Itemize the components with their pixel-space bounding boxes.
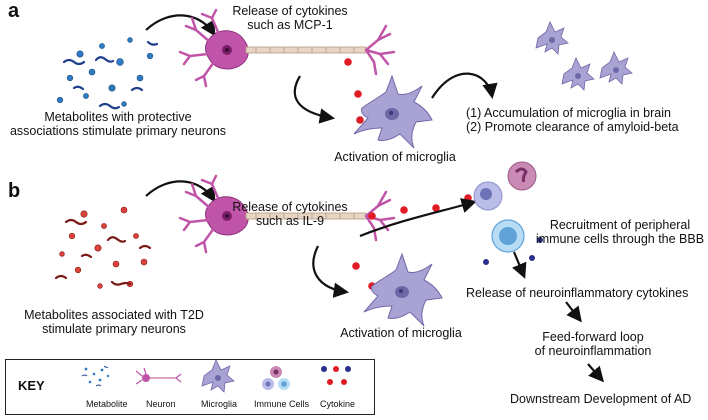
immune-cytokines (483, 237, 543, 265)
metabolites-caption-b-line1: Metabolites associated with T2D (24, 308, 204, 322)
key-immune-cells-icon (262, 366, 290, 390)
key-label-immune-cells: Immune Cells (254, 399, 310, 409)
feedforward-line1: Feed-forward loop (542, 330, 644, 344)
cytokine-release-a-line2: such as MCP-1 (247, 18, 333, 32)
metabolites-caption-b: Metabolites associated with T2D stimulat… (14, 308, 214, 336)
metabolites-caption-b-line2: stimulate primary neurons (42, 322, 186, 336)
microglia-icon-a (353, 75, 433, 149)
key-metabolite-icon (81, 365, 110, 387)
panel-b-label: b (8, 180, 21, 202)
recruitment-line1: Recruitment of peripheral (549, 218, 691, 232)
microglia-activation-b: Activation of microglia (340, 326, 462, 340)
recruitment-line2: immune cells through the BBB (535, 232, 705, 246)
metabolites-caption-a-line1: Metabolites with protective (44, 110, 192, 124)
feedforward-line2: of neuroinflammation (534, 344, 652, 358)
cytokine-release-b: Release of cytokines such as IL-9 (220, 200, 360, 228)
microglia-cluster-icon-2 (561, 57, 595, 91)
metabolites-caption-a-line2: associations stimulate primary neurons (9, 124, 227, 138)
cytokine-release-b-line2: such as IL-9 (255, 214, 325, 228)
panel-a-label: a (8, 0, 20, 22)
metabolites-caption-a: Metabolites with protective associations… (6, 110, 230, 138)
key-label-neuron: Neuron (146, 399, 176, 409)
key-label-metabolite: Metabolite (86, 399, 128, 409)
key-label-microglia: Microglia (201, 399, 238, 409)
microglia-cluster-icon-3 (599, 51, 633, 85)
key-legend: KEY Metabolite Neuron Microglia Immune C… (5, 359, 375, 415)
outcome-a-line1: (1) Accumulation of microglia in brain (466, 106, 671, 120)
t2d-metabolites (54, 206, 152, 289)
arrow-microglia-to-outcome-a (431, 72, 498, 100)
microglia-cluster-icon-1 (535, 21, 569, 55)
arrow-neuron-to-immune-cells (359, 198, 477, 238)
arrow-release-to-feedforward (565, 301, 582, 323)
arrow-neuron-to-microglia-a (293, 75, 336, 124)
cytokine-release-a-line1: Release of cytokines (232, 4, 348, 18)
key-label-cytokine: Cytokine (320, 399, 356, 409)
arrow-metabolites-to-neuron-b (145, 180, 216, 203)
downstream-text: Downstream Development of AD (510, 392, 692, 406)
arrow-recruitment-to-release (512, 251, 527, 279)
outcome-a-line2: (2) Promote clearance of amyloid-beta (466, 120, 679, 134)
outcome-a: (1) Accumulation of microglia in brain (… (466, 106, 679, 134)
arrow-metabolites-to-neuron-a (145, 14, 216, 37)
cytokine-release-a: Release of cytokines such as MCP-1 (220, 4, 360, 32)
immune-cells-cluster (473, 161, 537, 253)
recruitment-text: Recruitment of peripheral immune cells t… (532, 218, 708, 246)
release-neuroinflammatory-text: Release of neuroinflammatory cytokines (466, 286, 689, 300)
key-title: KEY (18, 378, 45, 393)
arrow-feedforward-to-downstream (587, 363, 605, 383)
cytokine-release-b-line1: Release of cytokines (232, 200, 348, 214)
cytokines-a (320, 58, 364, 124)
arrow-neuron-to-microglia-b (312, 245, 350, 298)
microglia-icon-b (363, 253, 443, 327)
key-cytokine-icon (321, 366, 351, 385)
key-neuron-icon (135, 367, 182, 385)
microglia-activation-a: Activation of microglia (334, 150, 456, 164)
protective-metabolites (56, 37, 159, 110)
feedforward-text: Feed-forward loop of neuroinflammation (518, 330, 668, 358)
